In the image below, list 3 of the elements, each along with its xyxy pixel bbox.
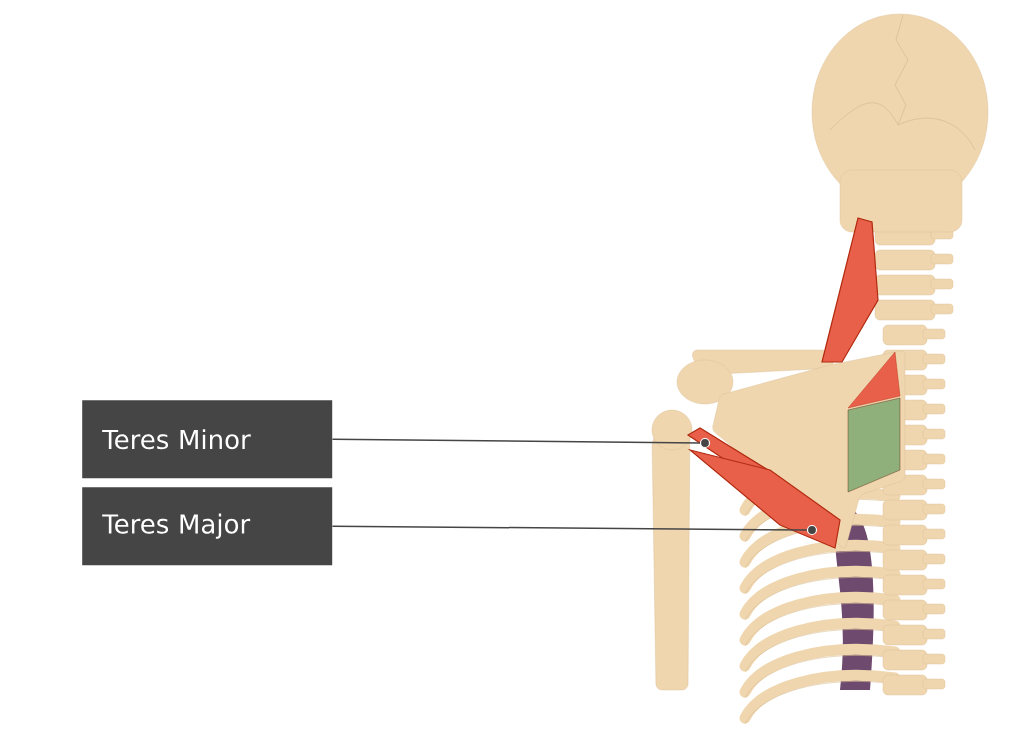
label-box: Teres Major [82, 487, 333, 566]
leader-line [331, 525, 808, 531]
label-box: Teres Minor [82, 400, 333, 479]
